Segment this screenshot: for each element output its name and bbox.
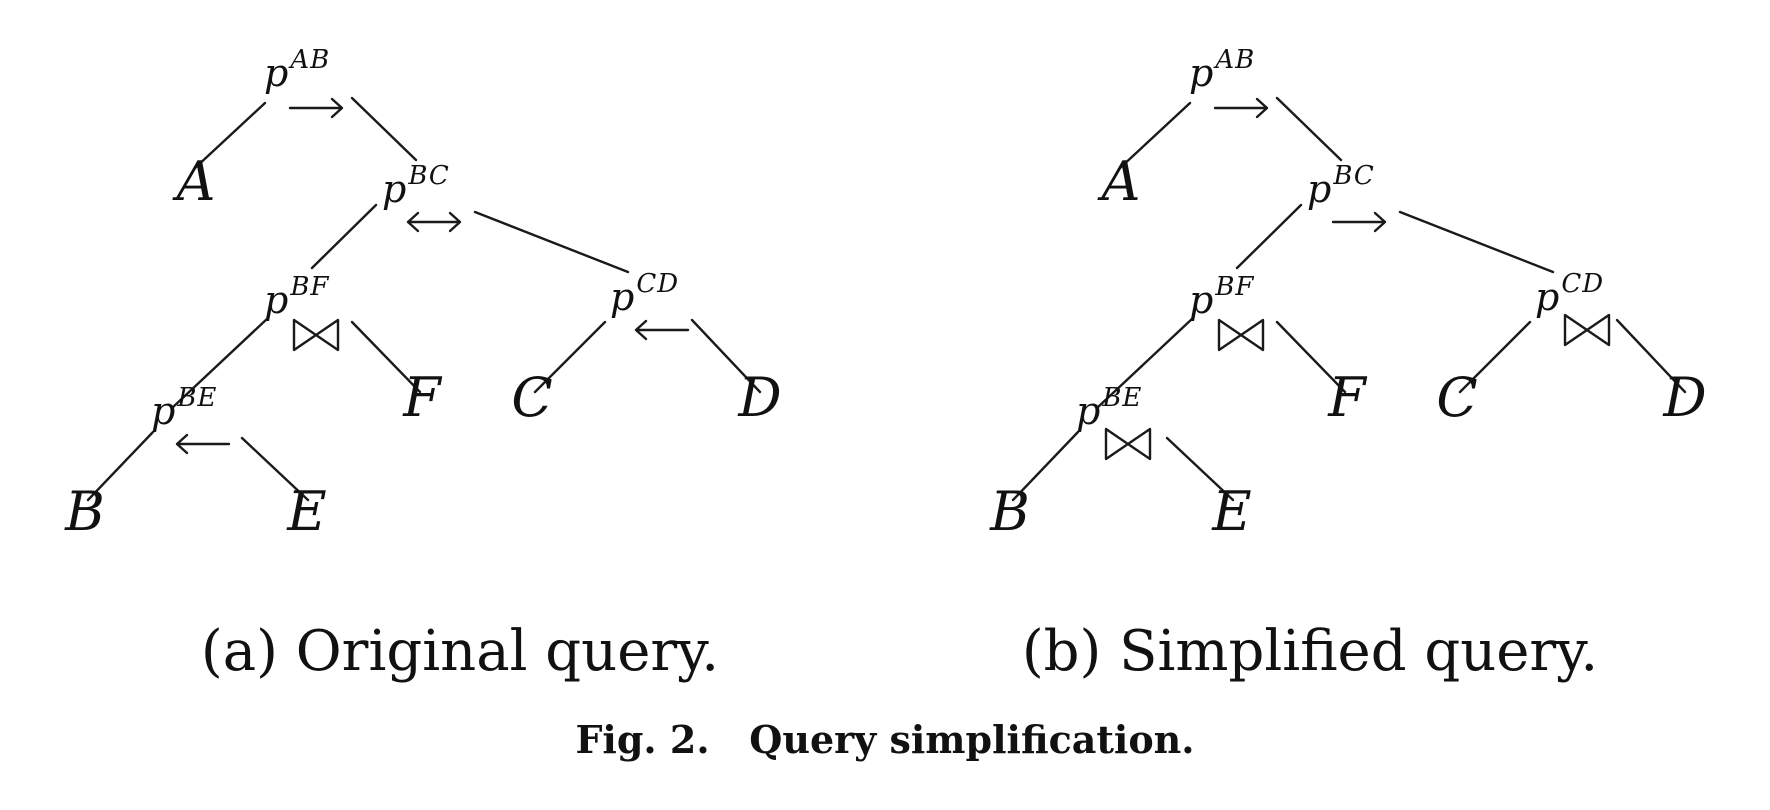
operator-bowtie-icon <box>292 318 340 352</box>
predicate-label-ab: pAB <box>1189 45 1255 95</box>
tree-edge <box>193 101 267 170</box>
tree-edge <box>350 320 422 394</box>
tree-edge <box>1011 430 1080 502</box>
tree-edge <box>86 430 155 502</box>
operator-right-arrow-icon <box>288 97 344 119</box>
leaf-f: F <box>1327 366 1368 429</box>
operator-bowtie-icon <box>1104 427 1152 461</box>
tree-edge <box>350 96 418 162</box>
predicate-superscript-ab: AB <box>1213 45 1255 75</box>
tree-edge <box>1235 203 1303 270</box>
leaf-b: B <box>64 480 105 543</box>
operator-right-arrow-icon <box>1331 211 1387 233</box>
predicate-label-bc: pBC <box>1307 161 1375 211</box>
predicate-superscript-bc: BC <box>1332 161 1374 191</box>
leaf-a: A <box>1097 150 1141 213</box>
predicate-superscript-cd: CD <box>636 269 679 299</box>
tree-edge <box>1165 436 1235 502</box>
predicate-superscript-bf: BF <box>1214 272 1254 302</box>
predicate-superscript-ab: AB <box>288 45 330 75</box>
leaf-d: D <box>737 366 781 429</box>
caption-simplified-query: (b) Simplified query. <box>1022 619 1598 684</box>
leaf-c: C <box>1436 366 1477 429</box>
predicate-label-bf: pBF <box>264 272 329 322</box>
leaf-f: F <box>402 366 443 429</box>
predicate-superscript-be: BE <box>1101 383 1142 413</box>
operator-left-arrow-icon <box>634 319 690 341</box>
tree-edge <box>1118 101 1192 170</box>
tree-edge <box>1398 210 1555 274</box>
leaf-b: B <box>989 480 1030 543</box>
tree-edge <box>1275 96 1343 162</box>
predicate-label-be: pBE <box>1076 383 1142 433</box>
tree-edge <box>310 203 378 270</box>
predicate-label-cd: pCD <box>1535 269 1604 319</box>
predicate-label-be: pBE <box>151 383 217 433</box>
leaf-c: C <box>511 366 552 429</box>
tree-edge <box>240 436 310 502</box>
predicate-label-cd: pCD <box>610 269 679 319</box>
tree-edge <box>473 210 630 274</box>
leaf-e: E <box>286 480 326 543</box>
tree-edge <box>170 316 270 410</box>
operator-right-arrow-icon <box>1213 97 1269 119</box>
tree-edge <box>1458 320 1532 394</box>
operator-bowtie-icon <box>1563 313 1611 347</box>
operator-left-right-arrow-icon <box>406 211 462 233</box>
tree-edge <box>1095 316 1195 410</box>
predicate-label-ab: pAB <box>264 45 330 95</box>
leaf-e: E <box>1211 480 1251 543</box>
predicate-label-bf: pBF <box>1189 272 1254 322</box>
leaf-a: A <box>172 150 216 213</box>
tree-edge <box>1275 320 1347 394</box>
leaf-d: D <box>1662 366 1706 429</box>
predicate-superscript-bf: BF <box>289 272 329 302</box>
predicate-superscript-be: BE <box>176 383 217 413</box>
tree-edge <box>533 320 607 394</box>
predicate-label-bc: pBC <box>382 161 450 211</box>
tree-edge <box>690 318 762 394</box>
operator-bowtie-icon <box>1217 318 1265 352</box>
caption-original-query: (a) Original query. <box>201 619 719 684</box>
operator-left-arrow-icon <box>175 433 231 455</box>
predicate-superscript-cd: CD <box>1561 269 1604 299</box>
figure-caption: Fig. 2. Query simplification. <box>575 717 1194 762</box>
tree-edge <box>1615 318 1687 394</box>
predicate-superscript-bc: BC <box>407 161 449 191</box>
